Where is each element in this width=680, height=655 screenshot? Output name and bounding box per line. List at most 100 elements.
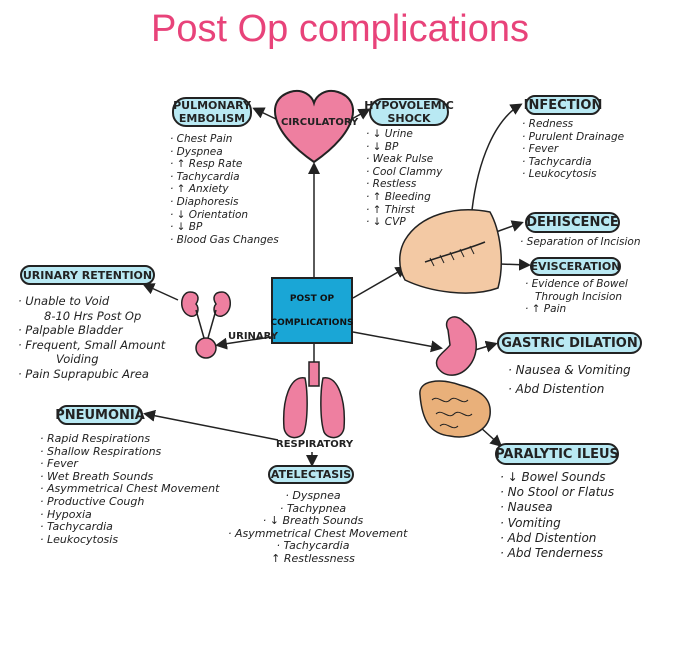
- list-item: · Tachycardia: [522, 155, 592, 168]
- pill-pulmonary-embolism: PULMONARY EMBOLISM: [172, 97, 252, 127]
- list-item: · ↑ Thirst: [366, 203, 415, 216]
- arrow-to-pe: [252, 107, 279, 121]
- pe-label-1: PULMONARY: [173, 99, 251, 112]
- list-item: · Leukocytosis: [522, 168, 597, 181]
- arrow-to-gi: [352, 331, 443, 353]
- list-item: · Fever: [522, 143, 559, 156]
- list-item: · ↓ Urine: [366, 128, 413, 140]
- list-item: · Fever: [40, 457, 78, 471]
- pill-dehiscence: DEHISCENCE: [525, 212, 620, 233]
- center-label-line2: COMPLICATIONS: [270, 317, 354, 328]
- list-item: · Tachycardia: [170, 170, 240, 183]
- list-item: · Abd Distention: [500, 530, 597, 545]
- list-item: · ↑ Resp Rate: [170, 158, 243, 171]
- list-item: · Dyspnea: [285, 489, 341, 502]
- pe-label-2: EMBOLISM: [178, 112, 246, 125]
- arrow-to-infection: [471, 103, 523, 211]
- branch-label-respiratory: RESPIRATORY: [276, 439, 354, 450]
- list-item: · Wet Breath Sounds: [40, 469, 154, 483]
- list-item: · Frequent, Small Amount: [18, 337, 166, 352]
- arrow-to-urinary-retention: [142, 283, 179, 301]
- paralytic-ileus-signs-list: · ↓ Bowel Sounds · No Stool or Flatus · …: [500, 470, 614, 561]
- heart-illustration: [274, 90, 354, 164]
- list-item: · Nausea: [500, 500, 553, 515]
- list-item: · Diaphoresis: [170, 195, 239, 208]
- list-item: · Rapid Respirations: [40, 432, 151, 445]
- atelectasis-signs-list: · Dyspnea · Tachypnea · ↓ Breath Sounds …: [228, 489, 408, 566]
- list-item: · Cool Clammy: [366, 165, 443, 178]
- center-node-post-op-complications: POST OP COMPLICATIONS: [271, 277, 353, 344]
- list-item: · ↓ Breath Sounds: [262, 514, 364, 528]
- arrow-to-dehiscence: [495, 220, 524, 233]
- arrow-to-evisceration: [499, 258, 531, 271]
- pill-urinary-retention: URINARY RETENTION: [20, 265, 155, 285]
- list-item: ↑ Restlessness: [271, 551, 355, 565]
- gastric-dilation-signs-list: · Nausea & Vomiting · Abd Distention: [508, 361, 631, 399]
- list-item: · Leukocytosis: [40, 532, 119, 546]
- list-item: · Hypoxia: [40, 507, 92, 521]
- list-item: · Chest Pain: [170, 133, 233, 145]
- pill-paralytic-ileus: PARALYTIC ILEUS: [495, 443, 619, 465]
- list-item: · Shallow Respirations: [40, 444, 162, 458]
- pill-infection: INFECTION: [524, 95, 602, 115]
- list-item: · Tachycardia: [40, 520, 113, 534]
- list-item: · Nausea & Vomiting: [508, 363, 631, 377]
- shock-signs-list: · ↓ Urine · ↓ BP · Weak Pulse · Cool Cla…: [366, 128, 442, 229]
- list-item: · ↑ Pain: [525, 303, 567, 316]
- list-item: · Dyspnea: [170, 145, 223, 158]
- list-item: · Tachypnea: [279, 501, 347, 515]
- list-item: · Productive Cough: [40, 494, 145, 508]
- list-item: · Purulent Drainage: [522, 130, 625, 143]
- list-item: · Tachycardia: [276, 539, 350, 553]
- center-label-line1: POST OP: [289, 293, 335, 304]
- torso-illustration: [399, 209, 503, 294]
- list-item: · ↑ Bleeding: [366, 190, 431, 203]
- list-item: Voiding: [56, 352, 99, 366]
- arrow-to-wound: [352, 266, 408, 299]
- gi-tract-illustration: [419, 316, 491, 438]
- list-item: · Weak Pulse: [366, 153, 434, 166]
- list-item: · Abd Distention: [508, 382, 605, 396]
- list-item: · Blood Gas Changes: [170, 233, 279, 246]
- list-item: · ↓ BP: [170, 221, 203, 234]
- list-item: · Asymmetrical Chest Movement: [40, 482, 220, 496]
- lungs-illustration: [282, 361, 346, 439]
- arrow-to-gastric: [474, 340, 498, 353]
- pneumonia-signs-list: · Rapid Respirations · Shallow Respirati…: [40, 432, 220, 546]
- urinary-retention-signs-list: · Unable to Void 8-10 Hrs Post Op · Palp…: [18, 294, 165, 381]
- list-item: · Vomiting: [500, 515, 561, 530]
- pill-evisceration: EVISCERATION: [530, 257, 621, 276]
- list-item: · Asymmetrical Chest Movement: [228, 526, 408, 540]
- list-item: · ↓ BP: [366, 140, 399, 153]
- pill-atelectasis: ATELECTASIS: [268, 465, 354, 484]
- list-item: · Palpable Bladder: [18, 323, 123, 337]
- kidneys-illustration: [181, 291, 231, 359]
- list-item: · Evidence of Bowel: [525, 278, 628, 290]
- evisceration-signs-list: · Evidence of Bowel Through Incision · ↑…: [525, 278, 628, 316]
- list-item: · ↓ CVP: [366, 216, 406, 229]
- list-item: 8-10 Hrs Post Op: [44, 308, 142, 323]
- shock-label-1: HYPOVOLEMIC: [364, 99, 454, 112]
- infection-signs-list: · Redness · Purulent Drainage · Fever · …: [522, 118, 624, 181]
- list-item: · Abd Tenderness: [500, 546, 604, 561]
- list-item: · Restless: [366, 178, 417, 191]
- list-item: · Unable to Void: [18, 294, 110, 308]
- pill-hypovolemic-shock: HYPOVOLEMIC SHOCK: [364, 98, 454, 126]
- arrow-to-pneumonia: [143, 409, 279, 441]
- branch-label-urinary: URINARY: [228, 331, 279, 342]
- pe-signs-list: · Chest Pain · Dyspnea · ↑ Resp Rate · T…: [170, 133, 279, 246]
- list-item: · Redness: [522, 118, 574, 130]
- branch-label-circulatory: CIRCULATORY: [281, 117, 359, 128]
- page-title: Post Op complications: [150, 8, 530, 50]
- pill-pneumonia: PNEUMONIA: [55, 405, 145, 425]
- list-item: · ↓ Bowel Sounds: [500, 470, 606, 484]
- list-item: · ↑ Anxiety: [170, 183, 229, 196]
- arrow-to-urinary: [215, 336, 272, 350]
- dehiscence-signs-list: · Separation of Incision: [520, 236, 640, 249]
- list-item: Through Incision: [535, 290, 623, 303]
- list-item: · Separation of Incision: [520, 236, 641, 248]
- list-item: · Pain Suprapubic Area: [18, 366, 149, 381]
- pill-gastric-dilation: GASTRIC DILATION: [497, 332, 642, 354]
- list-item: · No Stool or Flatus: [500, 485, 615, 500]
